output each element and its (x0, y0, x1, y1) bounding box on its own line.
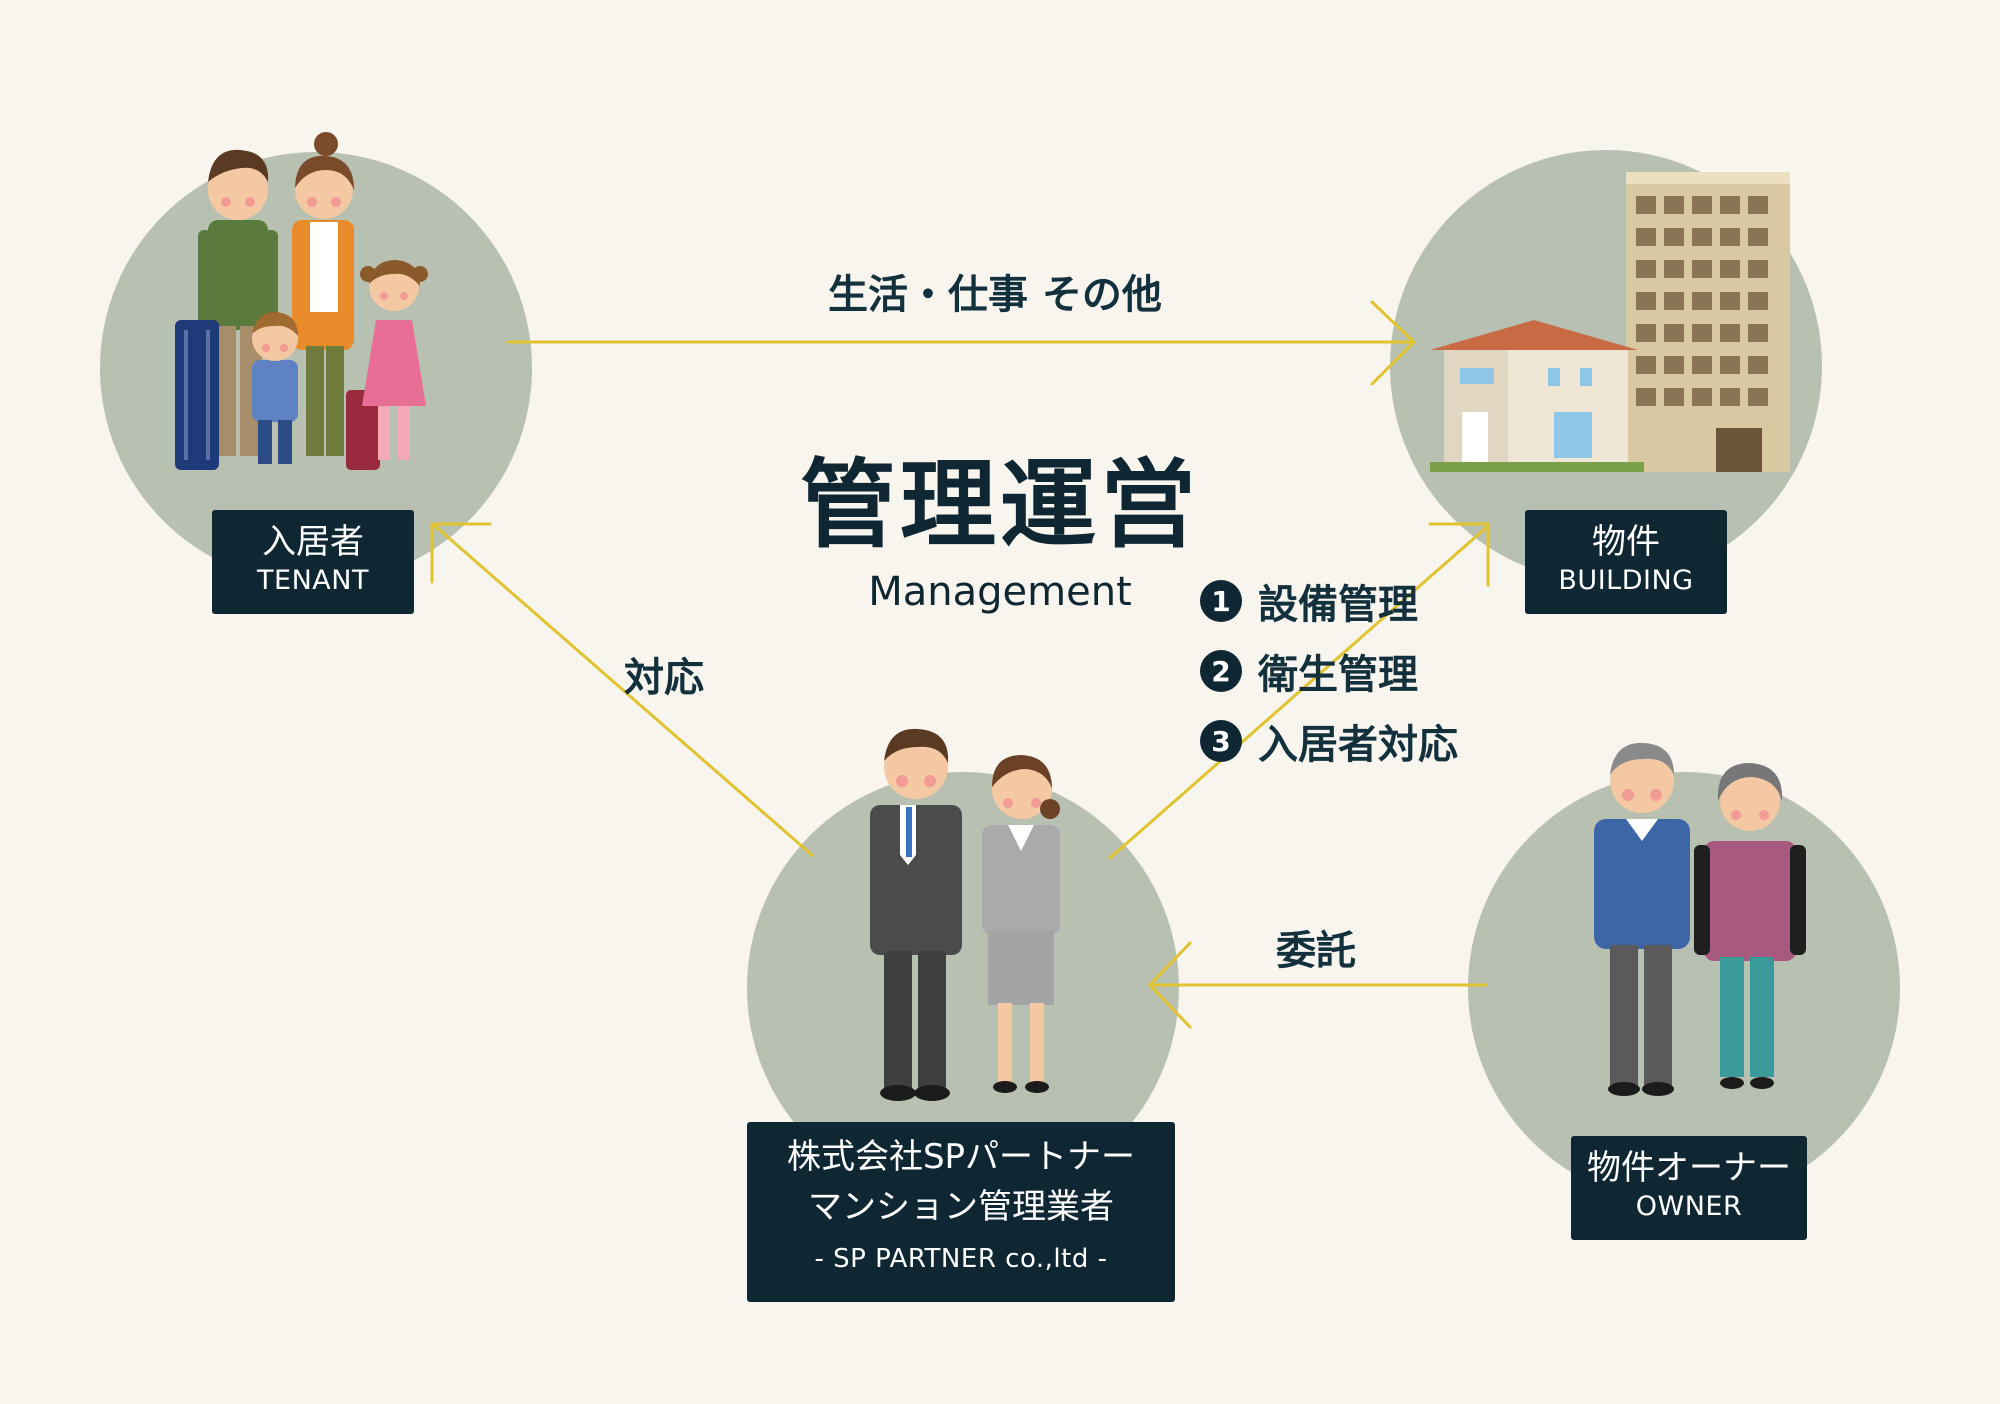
family-illustration (175, 132, 428, 470)
tenant-label: 入居者 TENANT (212, 510, 414, 614)
duty-item: 2 衛生管理 (1200, 643, 1418, 699)
businessman-figure (870, 728, 962, 1101)
duty-number-badge: 1 (1200, 580, 1242, 622)
arrowhead-tenant (430, 522, 492, 584)
building-name-en: BUILDING (1558, 565, 1694, 596)
arrow-company-to-building (1108, 524, 1490, 860)
duty-number-badge: 3 (1200, 720, 1242, 762)
company-label: 株式会社SPパートナー マンション管理業者 - SP PARTNER co.,l… (747, 1122, 1175, 1302)
arrowhead-building-2 (1428, 522, 1490, 587)
edge-label-tenant-to-building: 生活・仕事 その他 (828, 272, 1162, 318)
duty-item: 1 設備管理 (1200, 573, 1418, 629)
center-title: 管理運営 (800, 449, 1200, 561)
duty-label: 入居者対応 (1258, 722, 1458, 768)
duty-label: 設備管理 (1258, 582, 1418, 628)
boy-figure (252, 312, 298, 464)
arrow-company-to-tenant (432, 523, 814, 857)
businesswoman-figure (982, 755, 1060, 1093)
company-name-jp: 株式会社SPパートナー (786, 1137, 1136, 1177)
elderly-woman-figure (1694, 763, 1806, 1089)
building-illustration (1430, 172, 1790, 472)
company-name-en: - SP PARTNER co.,ltd - (814, 1244, 1108, 1274)
elderly-man-figure (1594, 742, 1690, 1096)
duty-item: 3 入居者対応 (1200, 713, 1458, 769)
girl-figure (360, 260, 428, 460)
duty-label: 衛生管理 (1258, 652, 1418, 698)
owner-name-en: OWNER (1635, 1191, 1743, 1222)
owner-label: 物件オーナー OWNER (1571, 1136, 1807, 1240)
staff-illustration (870, 728, 1060, 1101)
mother-figure (292, 132, 354, 456)
house (1430, 320, 1644, 472)
suitcase-navy (175, 320, 219, 470)
tenant-name-en: TENANT (257, 565, 369, 596)
building-name-jp: 物件 (1592, 522, 1660, 562)
suitcase-red (346, 390, 380, 470)
father-figure (198, 149, 278, 456)
edge-label-company-to-tenant: 対応 (624, 655, 704, 701)
tenant-name-jp: 入居者 (262, 522, 364, 562)
arrowhead-company (1147, 941, 1192, 1029)
duty-number-badge: 2 (1200, 650, 1242, 692)
apartment-tower (1626, 172, 1790, 472)
center-subtitle: Management (868, 569, 1132, 615)
building-label: 物件 BUILDING (1525, 510, 1727, 614)
owner-illustration (1594, 742, 1806, 1096)
company-role-jp: マンション管理業者 (808, 1187, 1114, 1227)
edge-label-owner-to-company: 委託 (1276, 928, 1356, 974)
arrowhead-building (1370, 300, 1417, 386)
owner-name-jp: 物件オーナー (1587, 1148, 1791, 1188)
